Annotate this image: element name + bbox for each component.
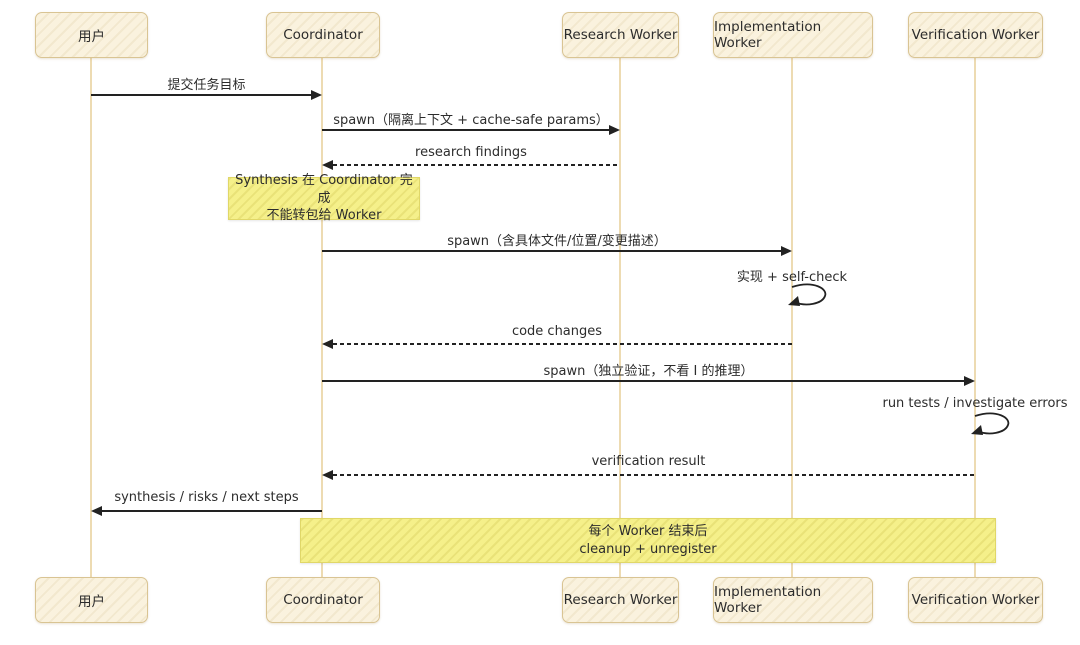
actor-verification-worker-top: Verification Worker bbox=[908, 12, 1043, 58]
message-label: verification result bbox=[591, 454, 706, 469]
lifeline-coordinator bbox=[321, 57, 323, 578]
actor-label: Research Worker bbox=[563, 592, 678, 608]
message-label: spawn（含具体文件/位置/变更描述） bbox=[447, 234, 667, 249]
message-label: synthesis / risks / next steps bbox=[114, 490, 299, 505]
note-line: Synthesis 在 Coordinator 完成 bbox=[235, 173, 413, 206]
arrowhead-right-icon bbox=[609, 125, 620, 135]
note-synthesis: Synthesis 在 Coordinator 完成 不能转包给 Worker bbox=[228, 173, 420, 223]
arrowhead-left-icon bbox=[322, 470, 333, 480]
actor-user-bottom: 用户 bbox=[35, 577, 148, 623]
arrowhead-left-icon bbox=[322, 339, 333, 349]
actor-implementation-worker-bottom: Implementation Worker bbox=[713, 577, 873, 623]
message-label: code changes bbox=[511, 324, 603, 339]
message-line bbox=[333, 164, 620, 166]
message-label: 提交任务目标 bbox=[167, 78, 246, 93]
arrowhead-right-icon bbox=[781, 246, 792, 256]
lifeline-research-worker bbox=[619, 57, 621, 578]
self-loop-arrow-icon bbox=[971, 412, 1010, 435]
actor-label: Coordinator bbox=[283, 592, 363, 608]
actor-coordinator-bottom: Coordinator bbox=[266, 577, 380, 623]
actor-research-worker-top: Research Worker bbox=[562, 12, 679, 58]
actor-label: Research Worker bbox=[563, 27, 678, 43]
arrowhead-right-icon bbox=[311, 90, 322, 100]
note-line: 每个 Worker 结束后 bbox=[588, 523, 708, 539]
message-line bbox=[91, 94, 312, 96]
lifeline-user bbox=[90, 57, 92, 578]
actor-label: 用户 bbox=[78, 29, 105, 45]
arrowhead-right-icon bbox=[964, 376, 975, 386]
actor-label: Coordinator bbox=[283, 27, 363, 43]
message-label: spawn（独立验证，不看 I 的推理） bbox=[543, 364, 754, 379]
actor-verification-worker-bottom: Verification Worker bbox=[908, 577, 1043, 623]
message-line bbox=[333, 343, 792, 345]
message-line bbox=[322, 250, 781, 252]
actor-coordinator-top: Coordinator bbox=[266, 12, 380, 58]
message-line bbox=[333, 474, 975, 476]
message-label: spawn（隔离上下文 + cache-safe params） bbox=[333, 113, 609, 128]
actor-label: Verification Worker bbox=[911, 592, 1040, 608]
actor-user-top: 用户 bbox=[35, 12, 148, 58]
message-label: research findings bbox=[415, 145, 527, 160]
lifeline-implementation-worker bbox=[791, 57, 793, 578]
actor-research-worker-bottom: Research Worker bbox=[562, 577, 679, 623]
note-cleanup: 每个 Worker 结束后 cleanup + unregister bbox=[300, 518, 996, 563]
self-loop-arrow-icon bbox=[788, 283, 827, 306]
message-label: run tests / investigate errors bbox=[882, 396, 1068, 411]
message-line bbox=[322, 380, 964, 382]
note-line: cleanup + unregister bbox=[579, 541, 717, 557]
note-line: 不能转包给 Worker bbox=[266, 208, 382, 224]
actor-label: Implementation Worker bbox=[714, 584, 822, 616]
actor-label: Verification Worker bbox=[911, 27, 1040, 43]
actor-implementation-worker-top: Implementation Worker bbox=[713, 12, 873, 58]
arrowhead-left-icon bbox=[91, 506, 102, 516]
arrowhead-left-icon bbox=[322, 160, 333, 170]
message-line bbox=[102, 510, 322, 512]
message-line bbox=[322, 129, 609, 131]
message-label: 实现 + self-check bbox=[736, 270, 848, 285]
actor-label: 用户 bbox=[78, 594, 105, 610]
lifeline-verification-worker bbox=[974, 57, 976, 578]
actor-label: Implementation Worker bbox=[714, 19, 822, 51]
